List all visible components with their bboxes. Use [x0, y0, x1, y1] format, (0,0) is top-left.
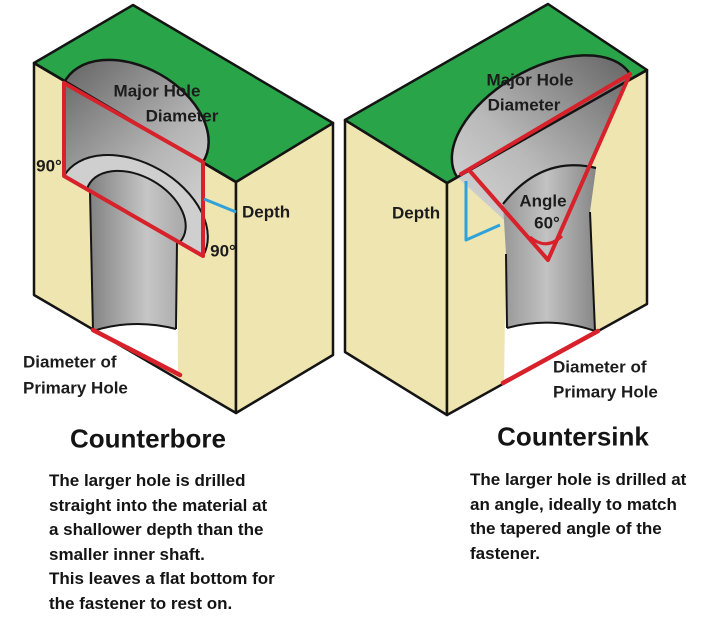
countersink-angle-arc: [529, 234, 564, 246]
counterbore-shaft-rim: [86, 169, 187, 243]
countersink-description: The larger hole is drilled at an angle, …: [470, 468, 686, 566]
countersink-cone-section: [457, 74, 630, 260]
countersink-primary-hole-label-line1: Diameter of: [553, 357, 647, 377]
countersink-description-line: fastener.: [470, 543, 540, 563]
countersink-description-line: The larger hole is drilled at: [470, 470, 687, 489]
counterbore-description: The larger hole is drilled straight into…: [49, 469, 275, 616]
counterbore-mouth-wall: [64, 59, 209, 162]
countersink-primary-diameter-line: [500, 328, 601, 386]
counterbore-mouth-rim: [62, 58, 210, 163]
counterbore-description-line: The larger hole is drilled: [49, 471, 246, 490]
counterbore-title: Counterbore: [70, 423, 226, 454]
countersink-depth-line: [464, 181, 501, 242]
countersink-junction-rim: [502, 164, 597, 205]
countersink-depth-label: Depth: [392, 203, 441, 223]
countersink-angle-label-line2: 60°: [534, 213, 560, 233]
countersink-description-line: an angle, ideally to match: [470, 494, 677, 514]
countersink-cone-edges-red: [467, 72, 632, 262]
countersink-major-hole-label-line2: Diameter: [487, 95, 561, 115]
counterbore-primary-hole-label-line2: Primary Hole: [23, 378, 128, 398]
counterbore-description-line: straight into the material at: [49, 495, 268, 515]
counterbore-depth-callout-line: [203, 197, 237, 214]
counterbore-depth-label: Depth: [242, 202, 291, 222]
counterbore-figure: [32, 3, 335, 415]
countersink-major-diameter-line: [459, 72, 632, 176]
counterbore-floor-rim: [63, 153, 209, 257]
countersink-title: Countersink: [497, 421, 649, 452]
counterbore-description-line: a shallower depth than the: [49, 520, 264, 539]
countersink-description-line: the tapered angle of the: [470, 519, 662, 538]
counterbore-primary-hole-label-line1: Diameter of: [23, 352, 117, 372]
counterbore-shaft-edges: [89, 190, 178, 332]
counterbore-major-hole-label-line2: Diameter: [145, 106, 219, 126]
countersink-primary-hole-label-line2: Primary Hole: [553, 382, 658, 402]
counterbore-major-hole-label-line1: Major Hole: [113, 81, 201, 101]
counterbore-shaft-wall: [90, 191, 177, 331]
countersink-major-hole-label-line1: Major Hole: [486, 70, 574, 90]
countersink-mouth-wall: [451, 55, 630, 177]
counterbore-primary-diameter-line: [90, 327, 183, 378]
countersink-mouth-rim: [450, 54, 632, 178]
counterbore-shaft-opening: [87, 170, 186, 242]
counterbore-description-line: the fastener to rest on.: [49, 593, 233, 613]
counterbore-left-angle-label: 90°: [36, 156, 62, 176]
countersink-figure: [343, 2, 649, 417]
counterbore-description-line: smaller inner shaft.: [49, 544, 205, 564]
counterbore-right-angle-label: 90°: [210, 241, 236, 261]
countersink-angle-label-line1: Angle: [519, 191, 567, 211]
countersink-shaft-edges: [505, 211, 596, 332]
counterbore-description-line: This leaves a flat bottom for: [49, 569, 275, 588]
counterbore-section-outline-red: [62, 81, 205, 258]
